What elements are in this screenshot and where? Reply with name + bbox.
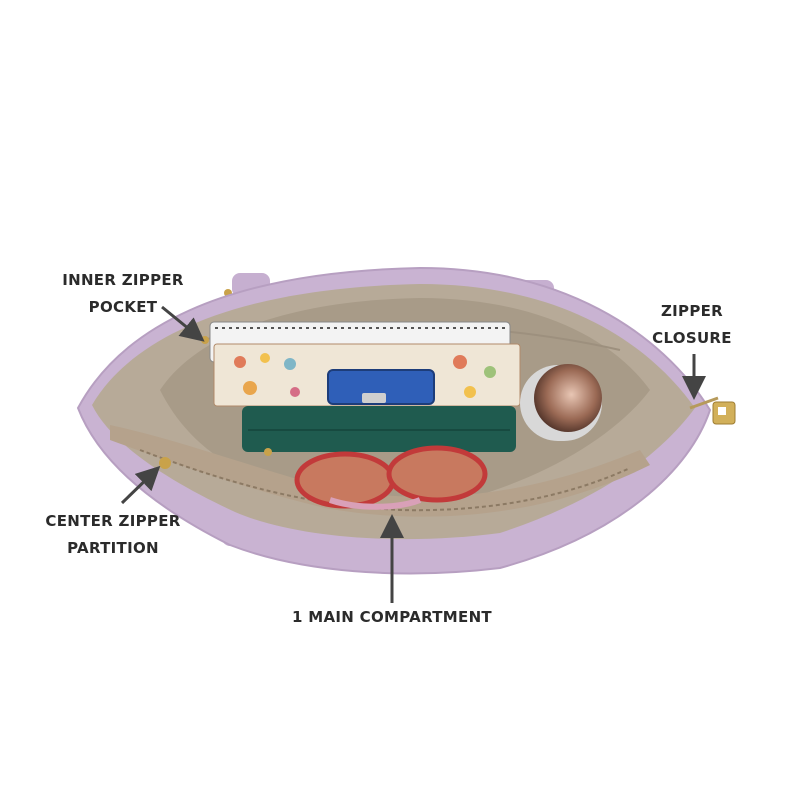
water-bottle	[520, 364, 602, 441]
label-zipper-closure: ZIPPER CLOSURE	[652, 298, 732, 352]
label-main-compartment: 1 MAIN COMPARTMENT	[292, 604, 492, 631]
label-center-line1: CENTER ZIPPER	[45, 512, 181, 530]
label-inner-line1: INNER ZIPPER	[62, 271, 184, 289]
smartphone	[327, 369, 435, 405]
label-main-line1: 1 MAIN COMPARTMENT	[292, 608, 492, 626]
label-center-line2: PARTITION	[67, 539, 159, 557]
center-zipper-partition	[110, 425, 650, 517]
sunglasses	[294, 445, 488, 510]
zipper-pull	[689, 396, 736, 425]
label-zipper-line2: CLOSURE	[652, 329, 732, 347]
annotation-arrows	[120, 305, 706, 603]
label-inner-line2: POCKET	[88, 298, 158, 316]
label-inner-zipper-pocket: INNER ZIPPER POCKET	[58, 267, 188, 321]
label-center-zipper-partition: CENTER ZIPPER PARTITION	[38, 508, 188, 562]
label-zipper-line1: ZIPPER	[660, 302, 724, 320]
